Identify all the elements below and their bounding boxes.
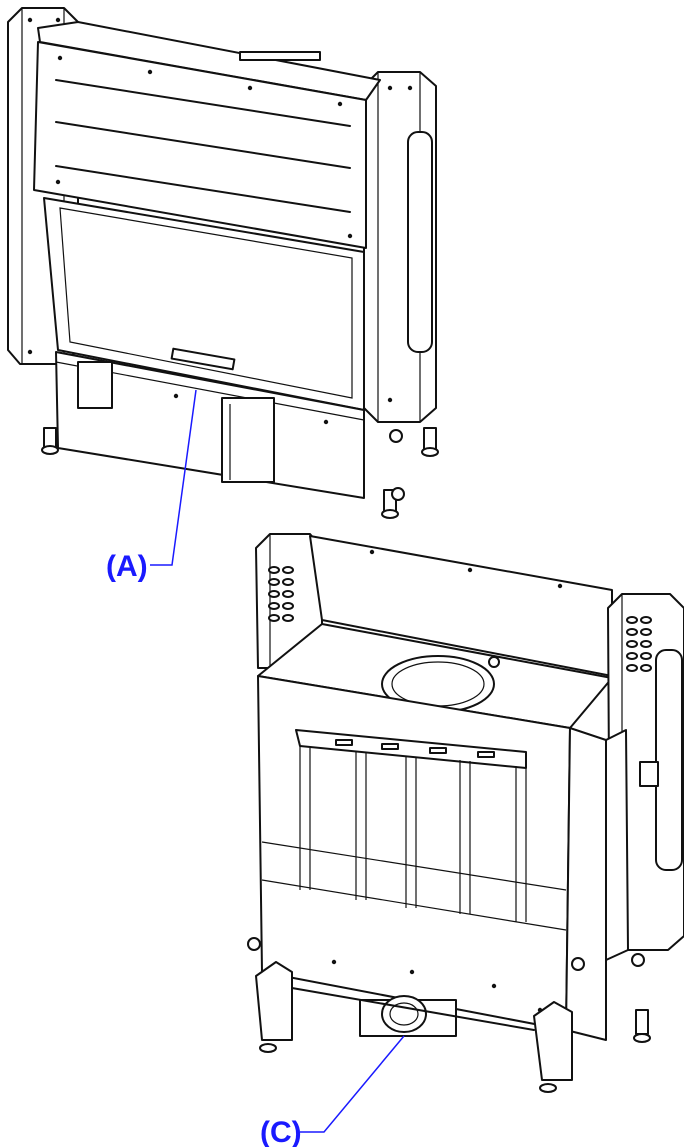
rear-body — [257, 675, 607, 1041]
vent-holes-left — [268, 566, 294, 622]
glass-door — [43, 197, 365, 411]
callout-c: (C) — [260, 1035, 405, 1147]
fireplace-rear-view — [247, 533, 684, 1093]
rear-inner-side — [605, 729, 629, 961]
base-panel — [55, 351, 365, 499]
top-flange — [37, 21, 381, 101]
door-handle — [170, 347, 236, 371]
callout-a: (A) — [106, 389, 197, 583]
heat-exchanger-ribs — [295, 729, 527, 922]
fireplace-front-view — [7, 7, 439, 519]
right-side-column — [363, 71, 437, 423]
callout-c-label: (C) — [260, 1116, 302, 1147]
callout-a-label: (A) — [106, 550, 148, 583]
unit1-feet — [41, 427, 439, 519]
vent-holes-right — [626, 616, 652, 672]
rear-legs — [247, 937, 651, 1093]
top-tab — [239, 51, 321, 61]
front-cover-panel — [33, 41, 367, 249]
